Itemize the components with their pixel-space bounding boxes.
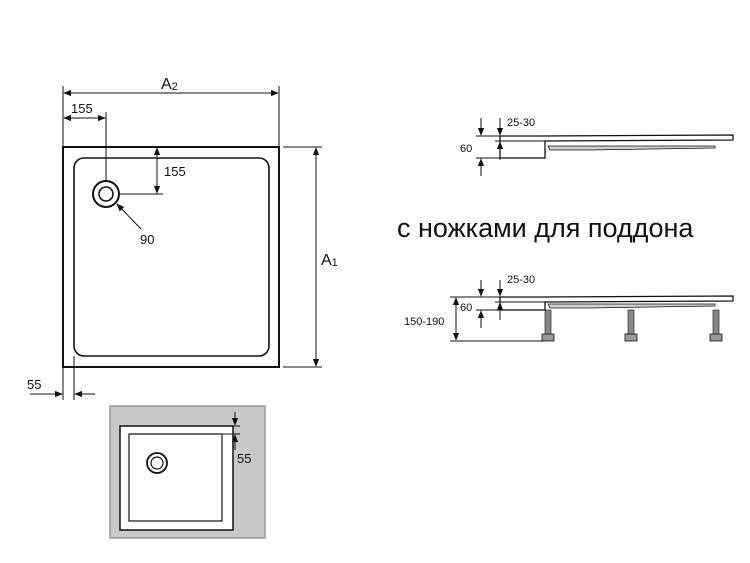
inset-drain-inner bbox=[150, 456, 164, 470]
drain-outer-circle bbox=[92, 180, 120, 208]
inset-view: 55 bbox=[109, 405, 266, 539]
inset-tray-basin bbox=[128, 433, 223, 522]
inset-drain-outer bbox=[146, 452, 168, 474]
inset-rim-label: 55 bbox=[237, 451, 251, 466]
rim-width-label: 55 bbox=[27, 377, 41, 392]
legs-total-label: 150-190 bbox=[404, 316, 444, 328]
leg-3 bbox=[709, 309, 723, 342]
legs-tray-label: 60 bbox=[460, 302, 472, 314]
profile-basin bbox=[547, 145, 716, 151]
plan-view: A2 155 155 90 A1 55 bbox=[27, 76, 338, 400]
drain-y-label: 155 bbox=[164, 164, 186, 179]
profile-tray-label: 60 bbox=[460, 143, 472, 155]
legs-profile-basin bbox=[547, 303, 716, 309]
legs-profile-body bbox=[499, 295, 734, 311]
tray-outline bbox=[62, 146, 280, 368]
legs-caption: с ножками для поддона bbox=[397, 213, 694, 243]
drain-inner-circle bbox=[98, 186, 114, 202]
profile-rim-label: 25-30 bbox=[507, 117, 535, 129]
tray-basin bbox=[73, 157, 270, 357]
profile-view: 25-30 60 bbox=[460, 117, 734, 176]
legs-rim-label: 25-30 bbox=[507, 274, 535, 286]
drain-x-label: 155 bbox=[71, 101, 93, 116]
leg-1 bbox=[541, 309, 555, 342]
profile-body bbox=[499, 134, 734, 159]
drain-diameter-leader bbox=[116, 203, 142, 230]
leg-2 bbox=[624, 309, 638, 342]
a1-label: A1 bbox=[321, 252, 338, 269]
legs-profile-view: 25-30 60 150-190 bbox=[404, 274, 734, 342]
a2-label: A2 bbox=[161, 76, 178, 93]
drain-diameter-label: 90 bbox=[140, 232, 154, 247]
